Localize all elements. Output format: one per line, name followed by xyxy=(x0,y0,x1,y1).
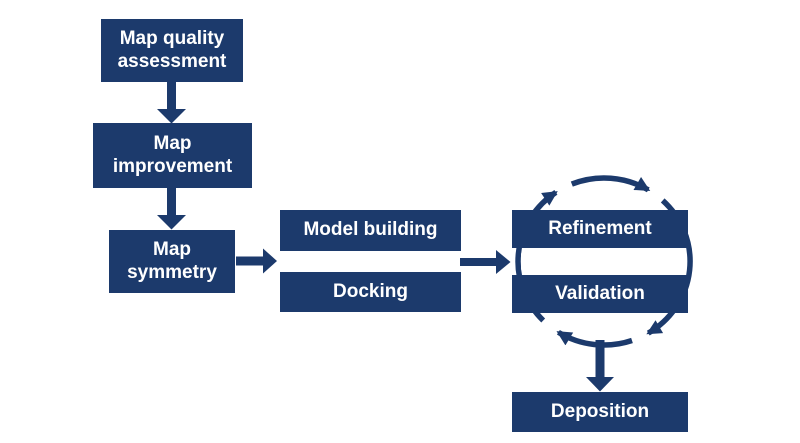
node-deposition: Deposition xyxy=(512,392,688,432)
node-docking: Docking xyxy=(280,272,461,312)
arrow-symmetry-to-modelbuilding xyxy=(236,248,277,274)
node-label: Deposition xyxy=(550,400,650,422)
node-label: Map symmetry xyxy=(127,239,217,283)
arrow-improvement-to-symmetry xyxy=(157,188,186,230)
arrow-modelbuilding-to-refinement xyxy=(460,250,511,274)
node-model-building: Model building xyxy=(280,210,461,251)
node-label: Validation xyxy=(555,282,645,304)
node-label: Model building xyxy=(303,219,438,241)
node-map-quality-assessment: Map quality assessment xyxy=(101,19,243,82)
cycle-white-band xyxy=(521,249,683,274)
node-map-symmetry: Map symmetry xyxy=(109,230,235,293)
cycle-arc-top xyxy=(570,175,651,193)
node-label: Map quality assessment xyxy=(117,28,227,72)
cycle-arc-bottom xyxy=(556,329,633,348)
node-map-improvement: Map improvement xyxy=(93,123,252,188)
node-refinement: Refinement xyxy=(512,210,688,248)
node-label: Map improvement xyxy=(112,133,233,177)
arrow-validation-to-deposition xyxy=(586,340,614,392)
node-validation: Validation xyxy=(512,275,688,313)
arrow-quality-to-improvement xyxy=(157,82,186,124)
node-label: Docking xyxy=(333,280,408,302)
node-label: Refinement xyxy=(548,217,652,239)
